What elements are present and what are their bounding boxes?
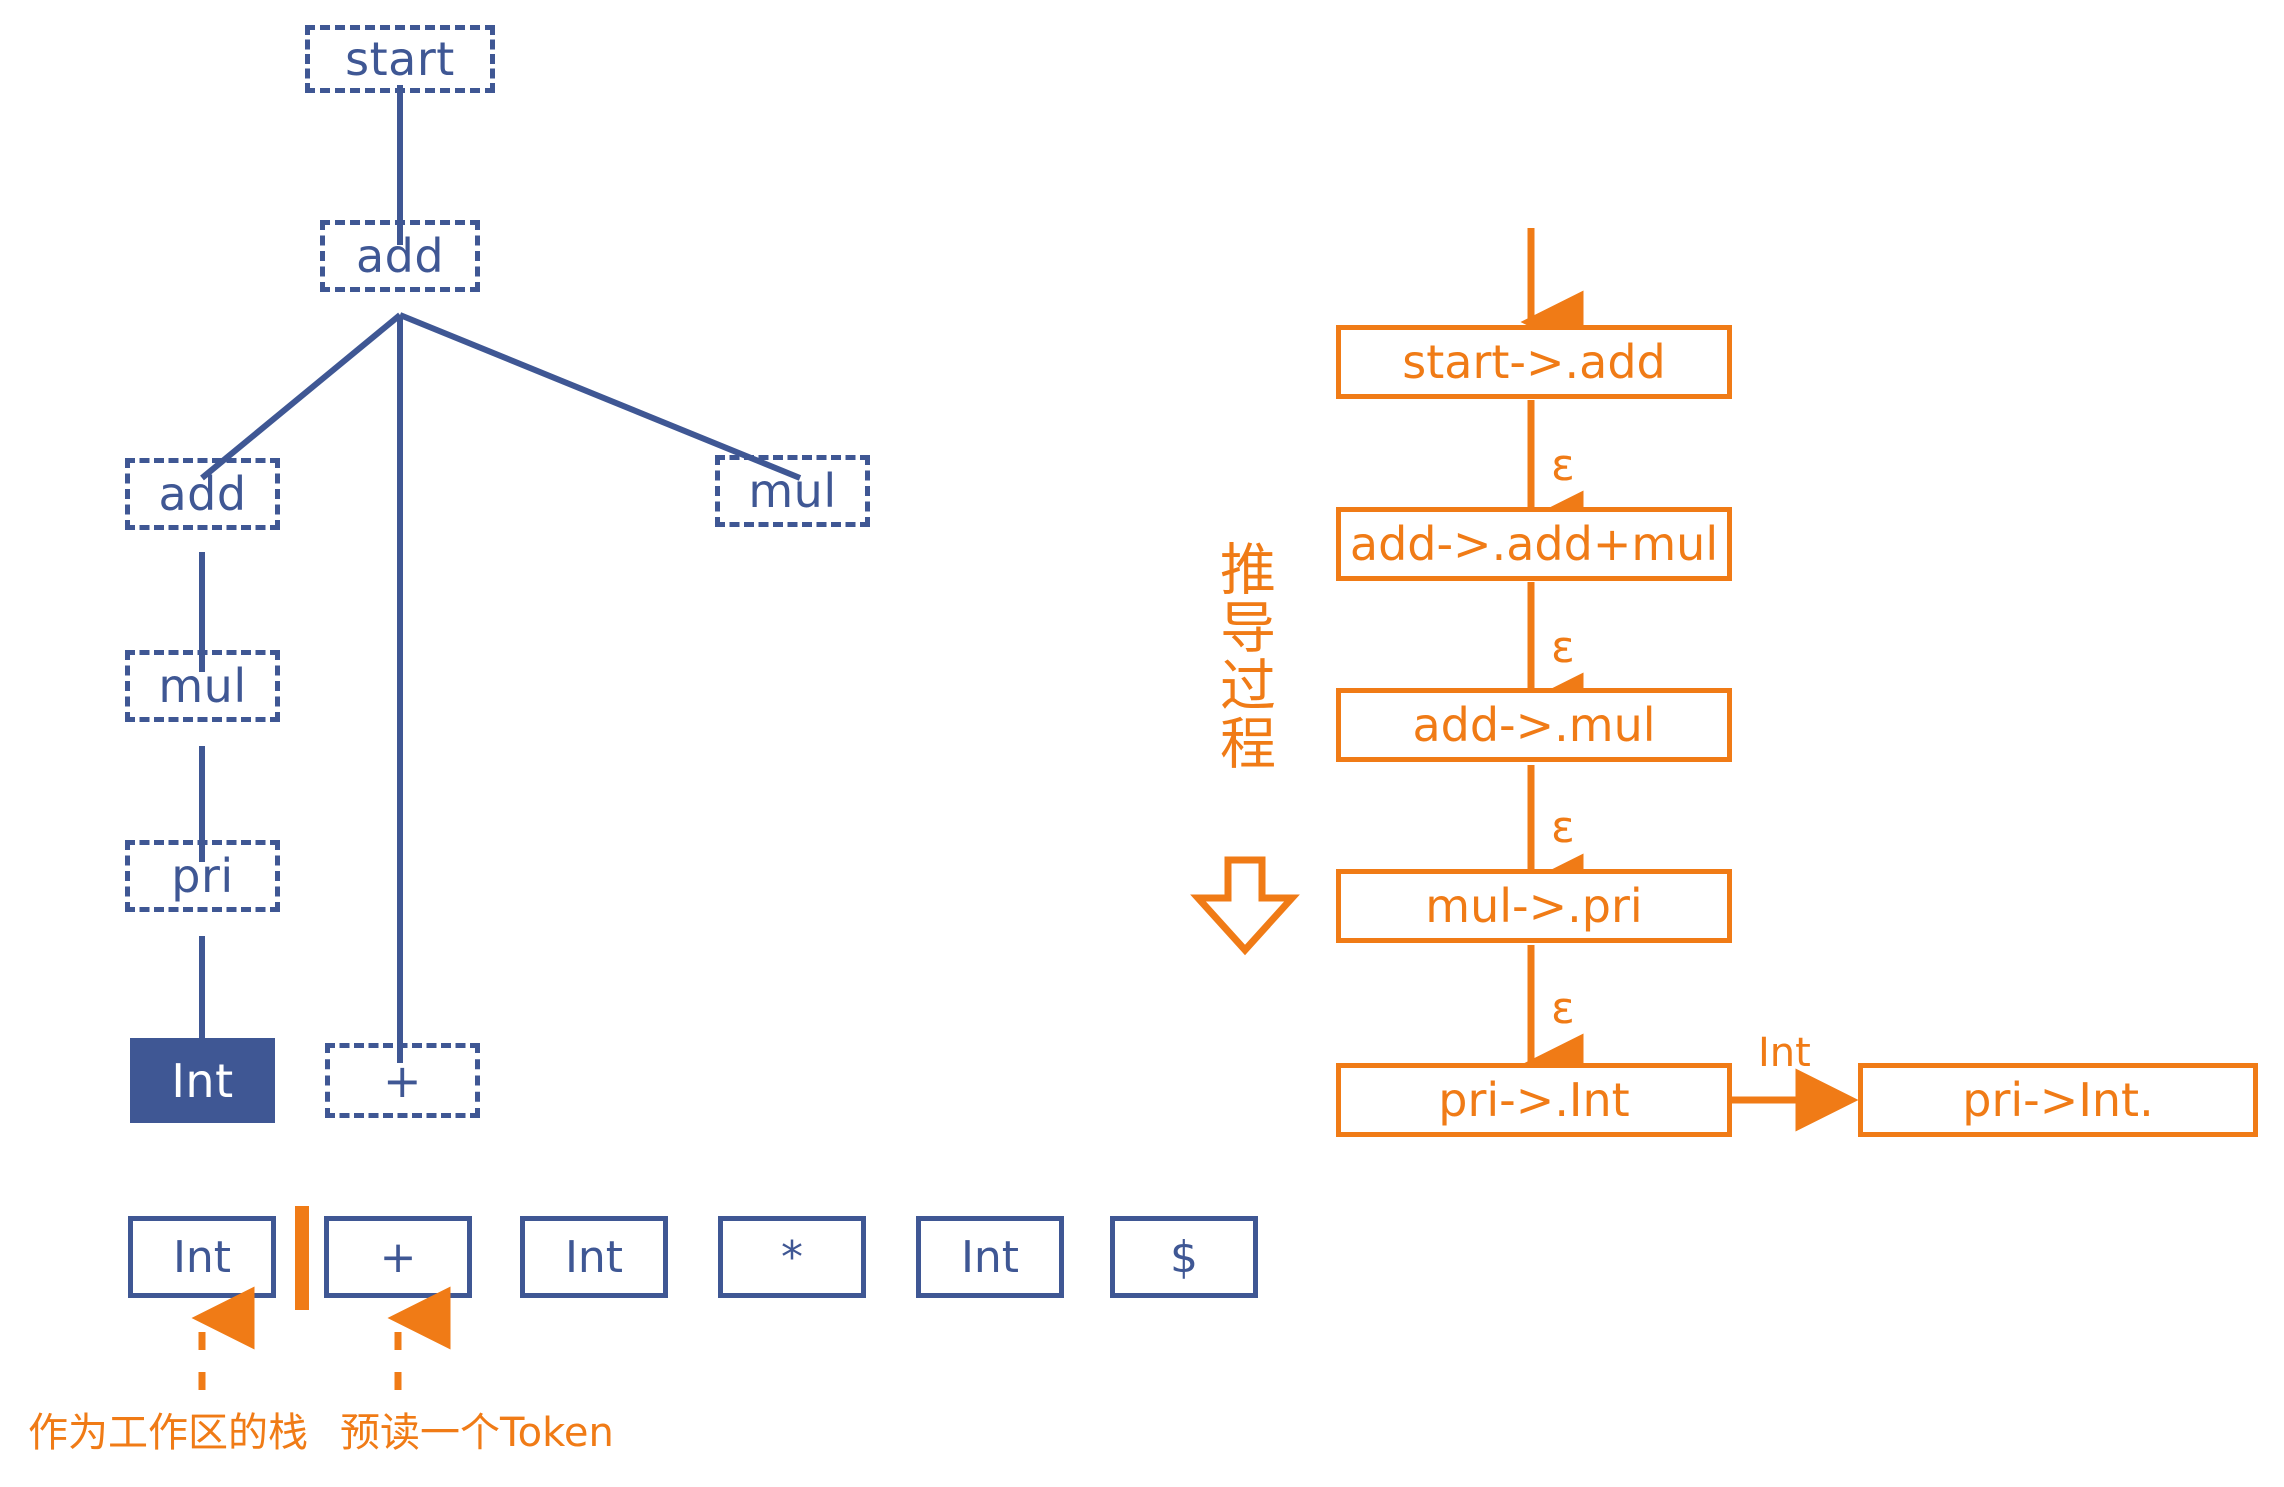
derivation-step-3[interactable]: mul->.pri [1336,869,1732,943]
tree-node-start[interactable]: start [305,25,495,93]
token-label: Int [172,1231,232,1283]
token-cell-2[interactable]: Int [520,1216,668,1298]
derivation-shift-label: Int [1758,1030,1811,1076]
lookahead-note-label: 预读一个Token [340,1410,614,1456]
derivation-direction-arrow [1190,856,1300,956]
tree-node-label: pri [171,849,234,903]
derivation-step-2[interactable]: add->.mul [1336,688,1732,762]
tree-node-label: + [382,1053,423,1108]
derivation-step-label: pri->.Int [1438,1073,1630,1127]
token-cell-0[interactable]: Int [128,1216,276,1298]
token-cell-3[interactable]: * [718,1216,866,1298]
stack-note-label: 作为工作区的栈 [28,1410,308,1456]
tree-node-plus-leaf[interactable]: + [325,1043,480,1118]
tree-node-add-root[interactable]: add [320,220,480,292]
token-label: Int [960,1231,1020,1283]
derivation-edge-label-3: ε [1551,983,1575,1034]
token-cell-5[interactable]: $ [1110,1216,1258,1298]
derivation-edge-label-2: ε [1551,802,1575,853]
tree-node-mul-right[interactable]: mul [715,455,870,527]
derivation-step-label: start->.add [1402,335,1666,389]
tree-node-add-left[interactable]: add [125,458,280,530]
tree-node-pri[interactable]: pri [125,840,280,912]
derivation-caption: 推导过程 [1210,540,1276,772]
stack-cursor-bar [295,1206,309,1310]
tree-node-label: start [345,32,455,86]
tree-edge-add-mulright [398,312,802,481]
tree-node-label: Int [171,1053,234,1108]
derivation-step-1[interactable]: add->.add+mul [1336,507,1732,581]
tree-node-int-leaf[interactable]: Int [130,1038,275,1123]
derivation-step-4[interactable]: pri->.Int [1336,1063,1732,1137]
tree-node-label: mul [748,464,837,518]
derivation-step-label: add->.mul [1412,698,1656,752]
token-cell-1[interactable]: + [324,1216,472,1298]
tree-edge-add-addleft [200,312,402,481]
token-label: * [781,1231,803,1283]
derivation-step-label: add->.add+mul [1349,517,1719,571]
tree-node-label: add [355,229,445,283]
tree-node-mul-left[interactable]: mul [125,650,280,722]
derivation-step-label: pri->Int. [1962,1073,2154,1127]
tree-node-label: add [158,467,247,521]
tree-node-label: mul [158,659,247,713]
token-label: + [379,1231,417,1283]
derivation-step-label: mul->.pri [1425,879,1643,933]
derivation-edge-label-0: ε [1551,440,1575,491]
derivation-shift-target[interactable]: pri->Int. [1858,1063,2258,1137]
derivation-edge-label-1: ε [1551,622,1575,673]
token-label: Int [564,1231,624,1283]
token-cell-4[interactable]: Int [916,1216,1064,1298]
token-label: $ [1170,1231,1198,1283]
derivation-step-0[interactable]: start->.add [1336,325,1732,399]
